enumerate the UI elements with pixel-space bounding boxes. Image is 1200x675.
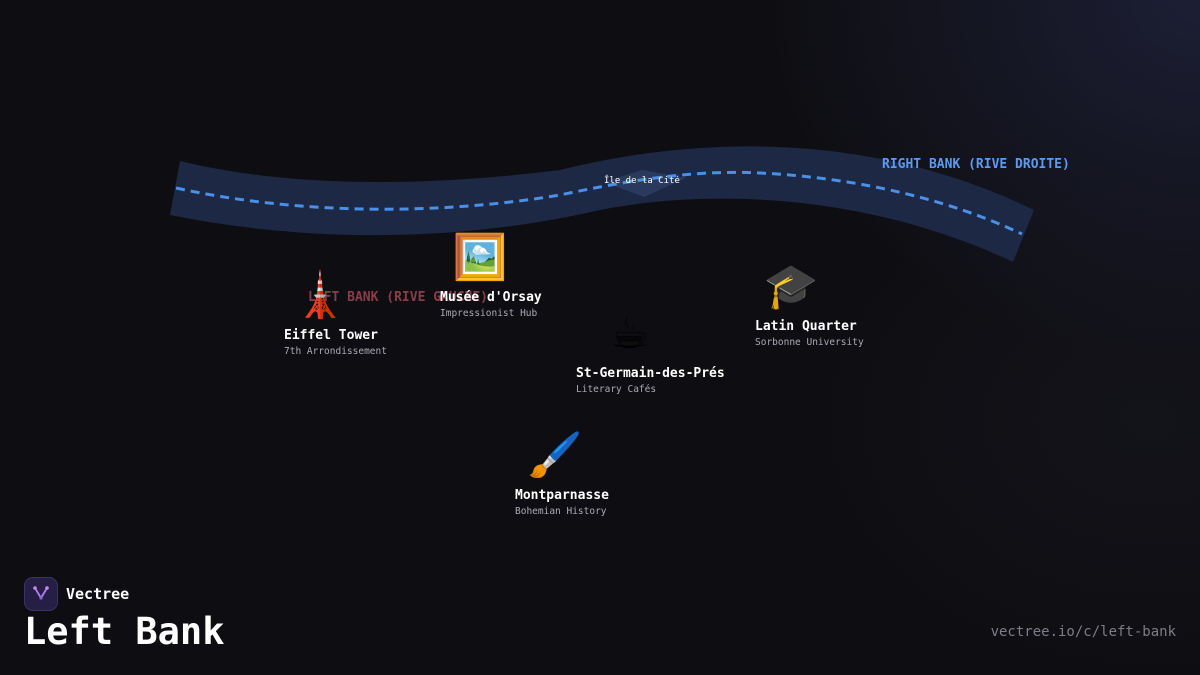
landmark-name: Musée d'Orsay bbox=[440, 290, 542, 305]
landmark-subtitle: Impressionist Hub bbox=[440, 308, 538, 319]
graduation-cap-icon: 🎓 bbox=[763, 261, 819, 312]
right-bank-label: RIGHT BANK (RIVE DROITE) bbox=[882, 157, 1070, 172]
page-url-link[interactable]: vectree.io/c/left-bank bbox=[990, 624, 1176, 640]
page-title: Left Bank bbox=[24, 610, 225, 653]
brand[interactable]: Vectree bbox=[24, 577, 129, 611]
landmark-name: Eiffel Tower bbox=[284, 328, 378, 343]
landmark-subtitle: Sorbonne University bbox=[755, 337, 864, 348]
seine-river bbox=[170, 146, 1034, 262]
landmark-subtitle: 7th Arrondissement bbox=[284, 346, 387, 357]
island-label: Île de la Cité bbox=[604, 176, 680, 186]
paintbrush-icon: 🖌️ bbox=[527, 430, 583, 481]
eiffel-tower-icon: 🗼 bbox=[292, 270, 348, 321]
left-bank-label: LEFT BANK (RIVE GAUCHE) bbox=[308, 290, 489, 305]
framed-picture-icon: 🖼️ bbox=[452, 232, 508, 283]
landmark-name: Montparnasse bbox=[515, 488, 609, 503]
vectree-logo-icon bbox=[24, 577, 58, 611]
island-ile-de-la-cite bbox=[604, 170, 686, 197]
coffee-cup-icon: ☕ bbox=[610, 308, 650, 359]
landmark-name: St-Germain-des-Prés bbox=[576, 366, 725, 381]
landmark-subtitle: Literary Cafés bbox=[576, 384, 657, 395]
landmark-subtitle: Bohemian History bbox=[515, 506, 607, 517]
landmark-name: Latin Quarter bbox=[755, 319, 857, 334]
river-centerline bbox=[175, 170, 1023, 236]
brand-name: Vectree bbox=[66, 585, 130, 603]
